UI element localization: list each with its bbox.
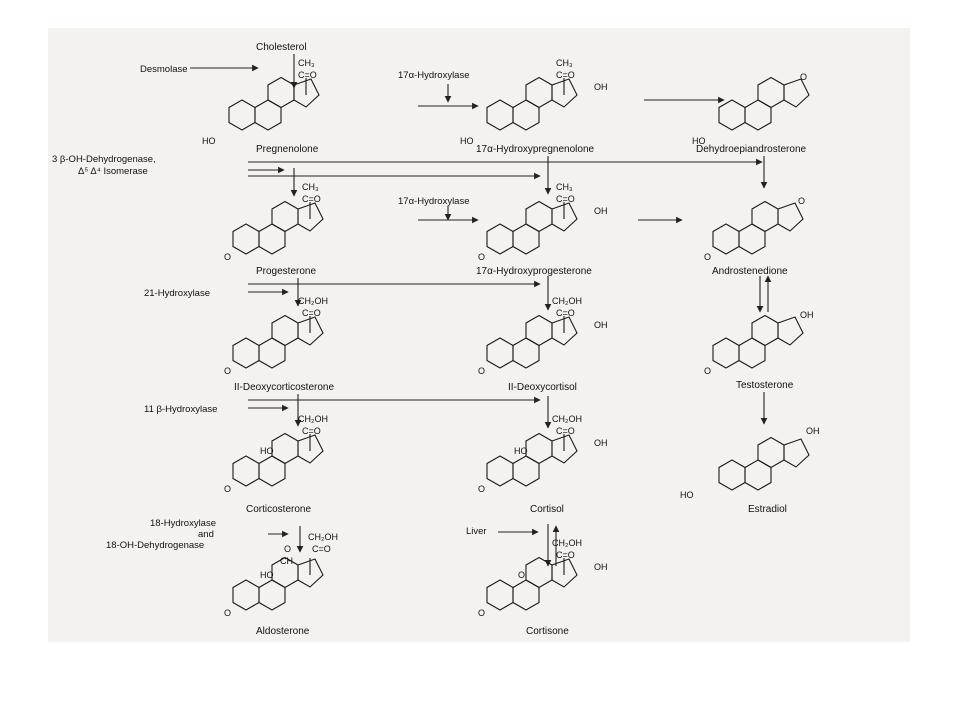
group-o: O: [800, 72, 807, 82]
label-cholesterol: Cholesterol: [256, 42, 307, 53]
group-ch2oh: CH₂OH: [298, 414, 328, 424]
group-c-eq-o: C=O: [302, 194, 321, 204]
group-o: O: [224, 608, 231, 618]
group-c-eq-o: C=O: [556, 550, 575, 560]
group-ho: HO: [514, 446, 528, 456]
label-testosterone: Testosterone: [736, 380, 794, 391]
group-ch3: CH₃: [302, 182, 319, 192]
group-c-eq-o: C=O: [298, 70, 317, 80]
group-c-eq-o: C=O: [556, 426, 575, 436]
label-hydroxyprogesterone: 17α-Hydroxyprogesterone: [476, 266, 592, 277]
dhea-structure: [718, 76, 810, 131]
label-cortisone: Cortisone: [526, 626, 569, 637]
enzyme-11b-hydroxylase: 11 β-Hydroxylase: [144, 404, 217, 415]
group-o: O: [478, 366, 485, 376]
group-o: O: [478, 608, 485, 618]
group-ho: HO: [460, 136, 474, 146]
group-oh: OH: [806, 426, 820, 436]
group-ch3: CH₃: [298, 58, 315, 68]
enzyme-liver: Liver: [466, 526, 487, 537]
enzyme-18-hydroxylase: 18-Hydroxylase: [150, 518, 216, 529]
group-oh: OH: [800, 310, 814, 320]
label-progesterone: Progesterone: [256, 266, 316, 277]
pathway-arrows: [190, 54, 772, 567]
label-deoxycortisol: II-Deoxycortisol: [508, 382, 577, 393]
group-c-eq-o: C=O: [556, 308, 575, 318]
enzyme-desmolase: Desmolase: [140, 64, 188, 75]
label-cortisol: Cortisol: [530, 504, 564, 515]
androstenedione-structure: [712, 200, 804, 255]
group-o: O: [704, 252, 711, 262]
group-ch3: CH₃: [556, 182, 573, 192]
estradiol-structure: [718, 436, 810, 491]
group-o: O: [284, 544, 291, 554]
group-ch2oh: CH₂OH: [552, 414, 582, 424]
group-c-eq-o: C=O: [556, 194, 575, 204]
label-deoxycorticosterone: II-Deoxycorticosterone: [234, 382, 334, 393]
group-oh: OH: [594, 82, 608, 92]
label-androstenedione: Androstenedione: [712, 266, 788, 277]
enzyme-and: and: [198, 529, 214, 540]
structures: [228, 76, 810, 611]
group-o: O: [224, 252, 231, 262]
testosterone-structure: [712, 314, 804, 369]
group-oh: OH: [594, 206, 608, 216]
group-ch2oh: CH₂OH: [552, 296, 582, 306]
label-dhea: Dehydroepiandrosterone: [696, 144, 807, 155]
group-c-eq-o: C=O: [556, 70, 575, 80]
group-c-eq-o: C=O: [312, 544, 331, 554]
group-ch2oh: CH₂OH: [308, 532, 338, 542]
group-ch: CH: [280, 556, 293, 566]
group-o: O: [704, 366, 711, 376]
steroid-pathway-figure: Cholesterol Pregnenolone 17α-Hydroxypreg…: [48, 28, 910, 642]
group-c-eq-o: C=O: [302, 308, 321, 318]
enzyme-isomerase: Δ⁵ Δ⁴ Isomerase: [78, 166, 148, 177]
label-estradiol: Estradiol: [748, 504, 787, 515]
enzyme-21-hydroxylase: 21-Hydroxylase: [144, 288, 210, 299]
group-ch2oh: CH₂OH: [552, 538, 582, 548]
group-ch2oh: CH₂OH: [298, 296, 328, 306]
group-o: O: [478, 252, 485, 262]
label-aldosterone: Aldosterone: [256, 626, 310, 637]
group-ho: HO: [260, 570, 274, 580]
group-oh: OH: [594, 438, 608, 448]
label-corticosterone: Corticosterone: [246, 504, 311, 515]
group-ho: HO: [680, 490, 694, 500]
group-c-eq-o: C=O: [302, 426, 321, 436]
group-oh: OH: [594, 320, 608, 330]
label-hydroxypregnenolone: 17α-Hydroxypregnenolone: [476, 144, 595, 155]
group-o: O: [224, 366, 231, 376]
group-ch3: CH₃: [556, 58, 573, 68]
enzyme-3b-oh-dehydrogenase: 3 β-OH-Dehydrogenase,: [52, 154, 156, 165]
group-o: O: [478, 484, 485, 494]
enzyme-17a-hydroxylase-top: 17α-Hydroxylase: [398, 70, 470, 81]
enzyme-18-oh-dehydrogenase: 18-OH-Dehydrogenase: [106, 540, 204, 551]
group-o: O: [798, 196, 805, 206]
label-pregnenolone: Pregnenolone: [256, 144, 319, 155]
enzyme-17a-hydroxylase-mid: 17α-Hydroxylase: [398, 196, 470, 207]
group-o: O: [224, 484, 231, 494]
group-oh: OH: [594, 562, 608, 572]
pathway-diagram: Cholesterol Pregnenolone 17α-Hydroxypreg…: [52, 42, 820, 637]
group-ho: HO: [202, 136, 216, 146]
group-o: O: [518, 570, 525, 580]
group-ho: HO: [260, 446, 274, 456]
group-ho: HO: [692, 136, 706, 146]
